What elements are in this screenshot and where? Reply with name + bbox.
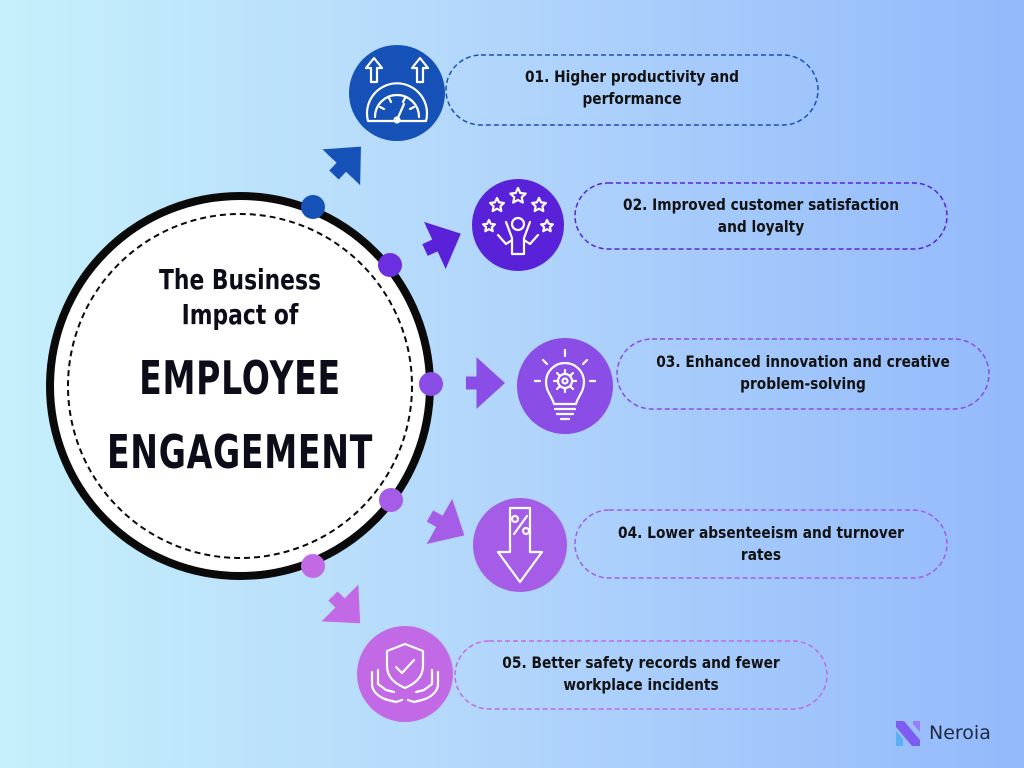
- ring-dot-3: [419, 372, 443, 396]
- pill-outline-3: [616, 338, 990, 410]
- item-2-label: 02. Improved customer satisfaction and l…: [610, 194, 913, 238]
- lightbulb-gear-icon: [533, 348, 597, 421]
- percent-arrow-down-icon: [496, 506, 544, 584]
- pill-outline-2: [574, 182, 948, 250]
- shield-hands-icon: [370, 642, 440, 704]
- ring-dot-5: [301, 554, 325, 578]
- ring-dot-1: [301, 195, 325, 219]
- title-line-4: ENGAGEMENT: [106, 425, 374, 479]
- item-4-label-line-1: 04. Lower absenteeism and turnover: [618, 523, 904, 542]
- item-4-label: 04. Lower absenteeism and turnover rates: [610, 522, 913, 566]
- item-3-label-line-1: 03. Enhanced innovation and creative: [656, 352, 950, 371]
- pill-outline-4: [574, 509, 948, 579]
- item-3-label: 03. Enhanced innovation and creative pro…: [652, 351, 955, 395]
- brand-name: Neroia: [929, 722, 991, 744]
- icon-circle-4: [473, 498, 567, 592]
- item-5-label-line-1: 05. Better safety records and fewer: [502, 653, 780, 672]
- ring-dot-4: [379, 488, 403, 512]
- pill-outline-1: [445, 54, 819, 126]
- item-4-label-line-2: rates: [740, 545, 782, 564]
- item-2-label-line-2: and loyalty: [717, 217, 805, 236]
- title-line-3: EMPLOYEE: [139, 351, 341, 405]
- neroia-logo-icon: [896, 721, 920, 746]
- title-line-2: Impact of: [181, 298, 299, 331]
- arrow-4: [426, 498, 465, 544]
- item-1-label-line-2: performance: [582, 89, 682, 108]
- item-1-label-line-1: 01. Higher productivity and: [524, 67, 740, 86]
- brand: Neroia: [893, 716, 991, 750]
- arrow-2: [422, 221, 461, 270]
- icon-circle-1: [349, 45, 445, 141]
- icon-circle-3: [517, 338, 613, 434]
- person-with-stars-icon: [482, 186, 554, 256]
- item-5-label: 05. Better safety records and fewer work…: [490, 652, 793, 696]
- item-5-label-line-2: workplace incidents: [563, 675, 719, 694]
- item-3-label-line-2: problem-solving: [740, 374, 866, 393]
- ring-dot-2: [378, 253, 402, 277]
- speedometer-arrows-up-icon: [364, 56, 430, 124]
- item-1-label: 01. Higher productivity and performance: [481, 66, 784, 110]
- arrow-5: [321, 584, 361, 624]
- arrow-1: [322, 146, 361, 186]
- title-line-1: The Business: [159, 263, 321, 296]
- center-ring-dashed: [67, 213, 413, 559]
- item-2-label-line-1: 02. Improved customer satisfaction: [622, 195, 900, 214]
- pill-outline-5: [454, 640, 828, 710]
